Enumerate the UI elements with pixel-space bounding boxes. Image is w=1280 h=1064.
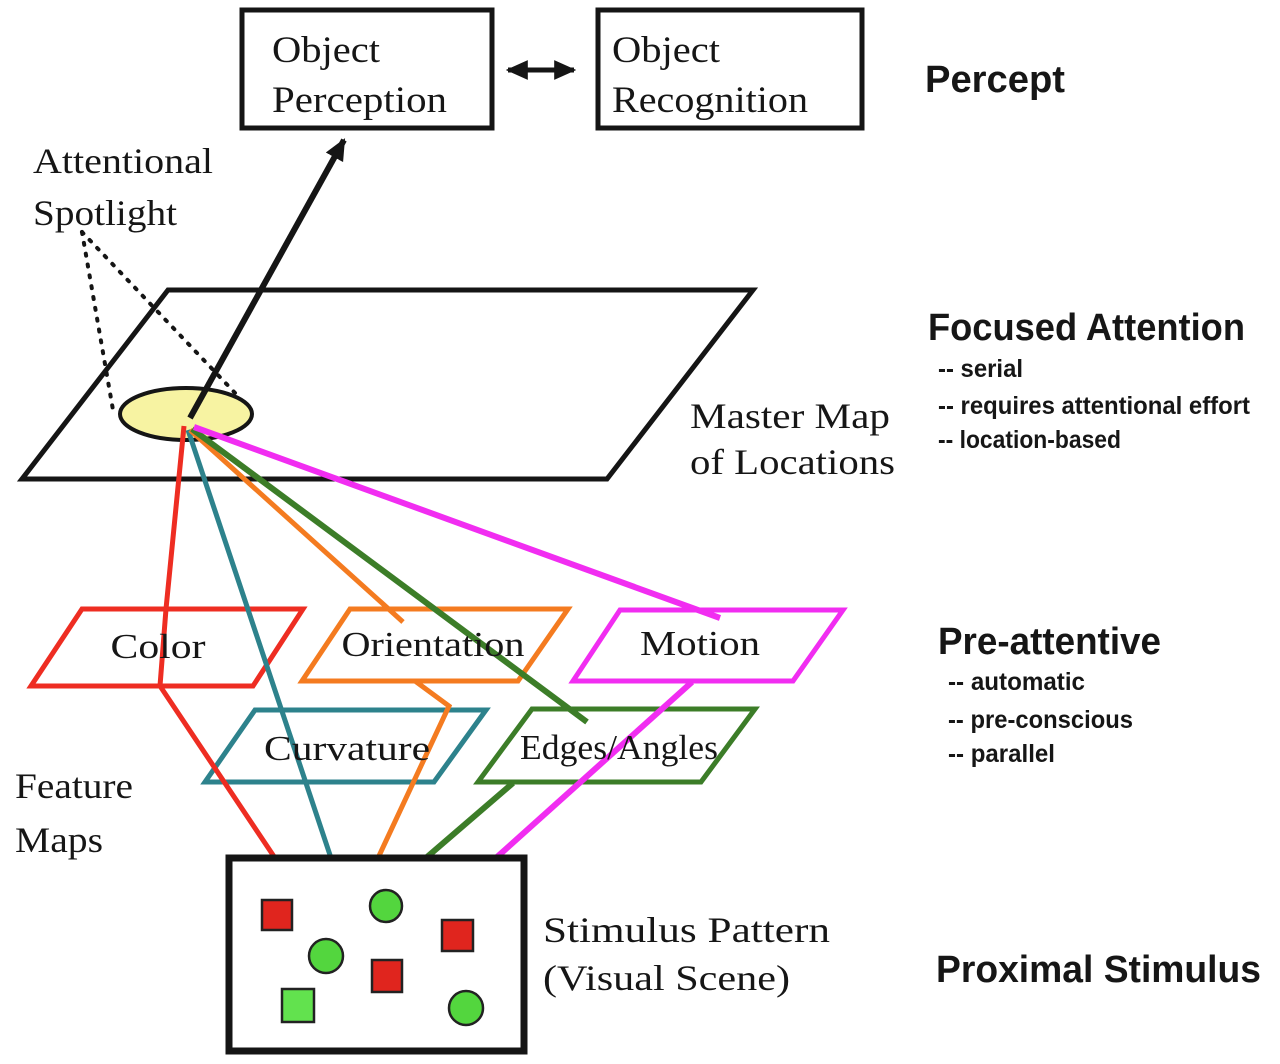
pathway-edges-angles-line-in [190, 426, 589, 725]
stimulus-red-square-3 [370, 958, 404, 994]
attentional-spotlight-label-line1: Attentional [33, 141, 213, 181]
object-recognition-box [595, 7, 865, 131]
feature-map-motion-label: Motion [640, 624, 760, 663]
stimulus-green-circle-2 [307, 937, 345, 975]
spotlight-dotted-line-left [80, 230, 115, 412]
focused-attention-heading: Focused Attention [928, 307, 1245, 349]
master-map-label-line1: Master Map [690, 396, 890, 436]
feature-map-edges-angles-label: Edges/Angles [520, 728, 718, 767]
object-recognition-label-line1: Object [612, 30, 721, 71]
feature-map-curvature-label: Curvature [264, 729, 430, 768]
stimulus-pattern-label-line1: Stimulus Pattern [543, 910, 830, 950]
stimulus-box [225, 854, 528, 1055]
pathway-orientation-line-in [188, 428, 405, 624]
object-recognition-label-line2: Recognition [612, 80, 808, 121]
pathway-color-line [157, 425, 278, 860]
stimulus-red-square-1 [260, 898, 294, 932]
feature-map-motion [568, 607, 848, 684]
feature-map-edges-angles [473, 706, 760, 785]
stimulus-red-square-2 [440, 918, 475, 953]
stimulus-green-circle-1 [368, 888, 404, 924]
attentional-spotlight-ellipse [118, 386, 254, 442]
feature-map-color [26, 606, 308, 689]
master-map-plane [16, 287, 759, 482]
feature-map-color-label: Color [111, 627, 206, 666]
focused-attention-bullet-serial: -- serial [938, 355, 1023, 383]
focused-attention-bullet-effort: -- requires attentional effort [938, 392, 1251, 420]
object-perception-label-line2: Perception [272, 80, 447, 121]
pre-attentive-bullet-automatic: -- automatic [948, 668, 1085, 696]
stimulus-green-circle-3 [447, 989, 485, 1027]
pre-attentive-bullet-preconscious: -- pre-conscious [948, 706, 1133, 734]
stimulus-pattern-label-line2: (Visual Scene) [543, 958, 790, 998]
feature-maps-caption-line1: Feature [15, 766, 133, 806]
pathway-motion-line-out [494, 679, 695, 860]
focused-attention-bullet-location: -- location-based [938, 426, 1121, 454]
attentional-spotlight-label-line2: Spotlight [33, 193, 177, 233]
pathway-orientation-line-out [375, 678, 453, 860]
pre-attentive-heading: Pre-attentive [938, 621, 1161, 663]
object-perception-label-line1: Object [272, 30, 381, 71]
proximal-stimulus-label: Proximal Stimulus [936, 949, 1261, 991]
percept-label: Percept [925, 59, 1065, 101]
feature-map-orientation-label: Orientation [342, 625, 525, 664]
object-perception-box [239, 7, 495, 131]
pathway-edges-angles-line-out [425, 780, 515, 860]
feature-map-curvature [200, 707, 491, 785]
master-map-label-line2: of Locations [690, 442, 895, 482]
pathway-curvature-line [185, 429, 334, 859]
stimulus-green-square [280, 987, 316, 1024]
feature-maps-caption-line2: Maps [15, 820, 103, 860]
attention-arrow [187, 138, 347, 420]
spotlight-dotted-line-right [80, 230, 238, 396]
feature-map-orientation [297, 606, 573, 684]
pre-attentive-bullet-parallel: -- parallel [948, 740, 1055, 768]
pathway-motion-line-in [192, 424, 722, 621]
